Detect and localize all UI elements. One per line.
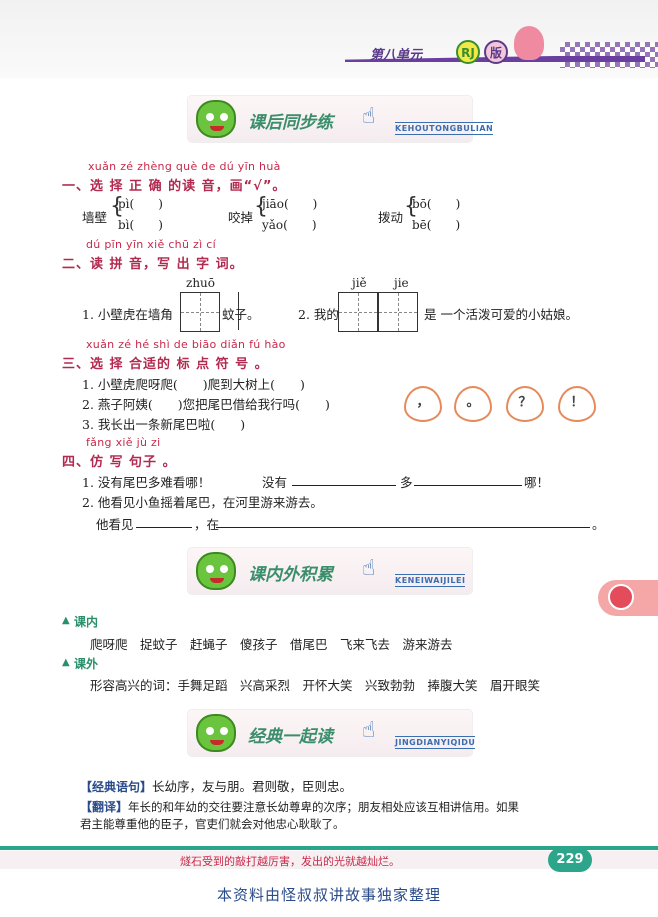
peach-mark-question: ？: [506, 386, 544, 422]
q4-l1a: 1. 没有尾巴多难看哪！: [82, 475, 211, 490]
green-mascot-icon: [196, 100, 236, 138]
outer-label: 课外: [74, 657, 99, 671]
page-number: 229: [548, 848, 592, 872]
triangle-icon: ▲: [62, 615, 70, 626]
inner-words: 爬呀爬 捉蚊子 赶蝇子 傻孩子 借尾巴 飞来飞去 游来游去: [90, 637, 453, 652]
footer-motto: 燧石受到的敲打越厉害，发出的光就越灿烂。: [180, 855, 400, 868]
q3-line-2[interactable]: 2. 燕子阿姨( )您把尾巴借给我行吗( ): [82, 397, 330, 412]
hand-icon: ☝: [362, 718, 376, 743]
writing-grid[interactable]: [338, 292, 378, 332]
banner-pinyin: KENEIWAIJILEI: [395, 574, 466, 587]
peach-mark-comma: ，: [404, 386, 442, 422]
q4-l2: 2. 他看见小鱼摇着尾巴，在河里游来游去。: [82, 495, 323, 510]
peach-mark-exclaim: ！: [558, 386, 596, 422]
hand-icon: ☝: [362, 104, 376, 129]
writing-grid[interactable]: [219, 292, 259, 332]
q1-option[interactable]: bō( ): [412, 197, 461, 211]
q1-option[interactable]: bì( ): [118, 218, 163, 232]
q2-heading: 二、读 拼 音，写 出 字 词。: [62, 257, 244, 272]
hand-icon: ☝: [362, 556, 376, 581]
header-checker-pattern: [560, 42, 658, 68]
writing-grid[interactable]: [180, 292, 220, 332]
q3-line-3[interactable]: 3. 我长出一条新尾巴啦( ): [82, 417, 246, 432]
q4-l3b: ，在: [194, 517, 220, 532]
q1-heading: 一、选 择 正 确 的读 音，画“√”。: [62, 179, 287, 194]
footer-line: [0, 846, 658, 850]
q1-word-1: 墙壁: [82, 210, 108, 225]
outer-words: 形容高兴的词：手舞足蹈 兴高采烈 开怀大笑 兴致勃勃 捧腹大笑 眉开眼笑: [90, 678, 541, 693]
answer-blank[interactable]: [414, 472, 522, 486]
unit-label: 第八单元: [370, 48, 423, 63]
q2-s2-prefix: 2. 我的: [298, 307, 339, 322]
footer-credit: 本资料由怪叔叔讲故事独家整理: [216, 886, 441, 904]
answer-blank[interactable]: [216, 514, 590, 528]
banner-title: 经典一起读: [248, 727, 333, 747]
q1-option[interactable]: jiāo( ): [262, 197, 318, 211]
q4-l1b: 没有: [262, 475, 288, 490]
q1-option[interactable]: pì( ): [118, 197, 163, 211]
translation-text: 年长的和年幼的交往要注意长幼尊卑的次序；朋友相处应该互相讲信用。如果: [128, 800, 520, 814]
footer-shadow: [0, 851, 658, 869]
answer-blank[interactable]: [136, 514, 192, 528]
writing-grid[interactable]: [378, 292, 418, 332]
banner-title: 课内外积累: [248, 565, 333, 585]
quote-label: 【经典语句】: [80, 780, 153, 794]
answer-blank[interactable]: [292, 472, 396, 486]
q4-heading: 四、仿 写 句子 。: [62, 455, 177, 470]
q2-pin-2b: jie: [394, 276, 409, 290]
q2-pin-1: zhuō: [186, 276, 216, 290]
q2-pin-2a: jiě: [352, 276, 367, 290]
translation-label: 【翻译】: [80, 800, 129, 814]
green-mascot-icon: [196, 714, 236, 752]
classic-quote-line: 【经典语句】长幼序，友与朋。君则敬，臣则忠。: [80, 776, 352, 795]
banner-title: 课后同步练: [248, 113, 333, 133]
q4-l1c: 多: [400, 475, 413, 490]
translation-text-cont: 君主能尊重他的臣子，官吏们就会对他忠心耿耿了。: [80, 817, 345, 831]
q3-line-1[interactable]: 1. 小壁虎爬呀爬( )爬到大树上( ): [82, 377, 305, 392]
q2-s1-prefix: 1. 小壁虎在墙角: [82, 307, 173, 322]
banner-pinyin: JINGDIANYIQIDU: [395, 736, 476, 749]
q2-pinyin: dú pīn yīn xiě chū zì cí: [86, 238, 216, 251]
peach-mark-period: 。: [454, 386, 492, 422]
triangle-icon: ▲: [62, 657, 70, 668]
q2-s1-suffix: 蚊子。: [222, 307, 260, 322]
q1-word-3: 拨动: [378, 210, 404, 225]
mascot-face-icon: [608, 584, 634, 610]
brace: {: [254, 194, 268, 219]
green-mascot-icon: [196, 552, 236, 590]
banner-pinyin: KEHOUTONGBULIAN: [395, 122, 494, 135]
q3-heading: 三、选 择 合适的 标 点 符 号 。: [62, 357, 269, 372]
q4-l3a: 他看见: [96, 517, 134, 532]
edition-badge: RJ: [456, 40, 480, 64]
edition-suffix: 版: [484, 40, 508, 64]
header-band: [0, 0, 658, 78]
inner-label: 课内: [74, 615, 99, 629]
quote-text: 长幼序，友与朋。君则敬，臣则忠。: [152, 779, 353, 794]
q1-option[interactable]: bē( ): [412, 218, 461, 232]
q3-pinyin: xuǎn zé hé shì de biāo diǎn fú hào: [86, 338, 286, 351]
q2-s2-suffix: 是 一个活泼可爱的小姑娘。: [424, 307, 578, 322]
q4-pinyin: fǎng xiě jù zi: [86, 436, 161, 449]
q1-option[interactable]: yǎo( ): [262, 218, 317, 232]
girl-mascot-icon: [514, 26, 544, 60]
q1-pinyin: xuǎn zé zhèng què de dú yīn huà: [88, 160, 281, 173]
brace: {: [110, 194, 124, 219]
q4-l3c: 。: [592, 517, 605, 532]
classic-translation-line: 【翻译】年长的和年幼的交往要注意长幼尊卑的次序；朋友相处应该互相讲信用。如果: [80, 796, 519, 815]
brace: {: [404, 194, 418, 219]
q4-l1d: 哪！: [524, 475, 550, 490]
q1-word-2: 咬掉: [228, 210, 254, 225]
